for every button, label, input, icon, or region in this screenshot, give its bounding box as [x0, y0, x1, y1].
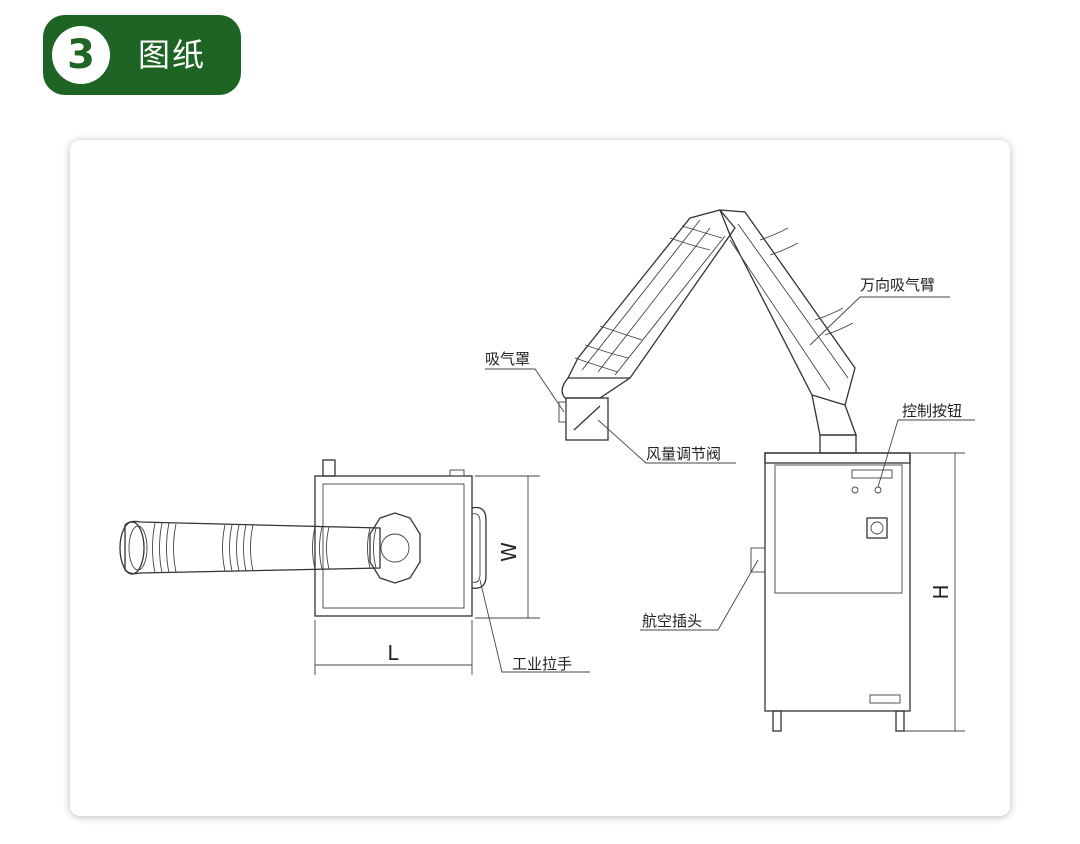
- dimension-h: H: [929, 584, 953, 599]
- side-view: H 万向吸气臂 吸气罩 风量调节阀 控制按钮 航空插头: [485, 209, 975, 732]
- label-button: 控制按钮: [902, 402, 962, 420]
- section-badge: 3 图纸: [43, 15, 241, 95]
- label-damper: 风量调节阀: [646, 445, 721, 463]
- label-hood: 吸气罩: [485, 350, 530, 368]
- drawing-card: W L 工业拉手: [70, 140, 1010, 816]
- label-arm: 万向吸气臂: [860, 276, 935, 294]
- dimension-w: W: [497, 542, 521, 562]
- label-plug: 航空插头: [642, 612, 702, 630]
- label-handle: 工业拉手: [512, 655, 572, 673]
- top-view: W L 工业拉手: [119, 459, 590, 675]
- technical-drawing: W L 工业拉手: [119, 209, 975, 732]
- section-title: 图纸: [138, 36, 207, 74]
- dimension-l: L: [387, 641, 399, 665]
- section-number: 3: [52, 26, 110, 84]
